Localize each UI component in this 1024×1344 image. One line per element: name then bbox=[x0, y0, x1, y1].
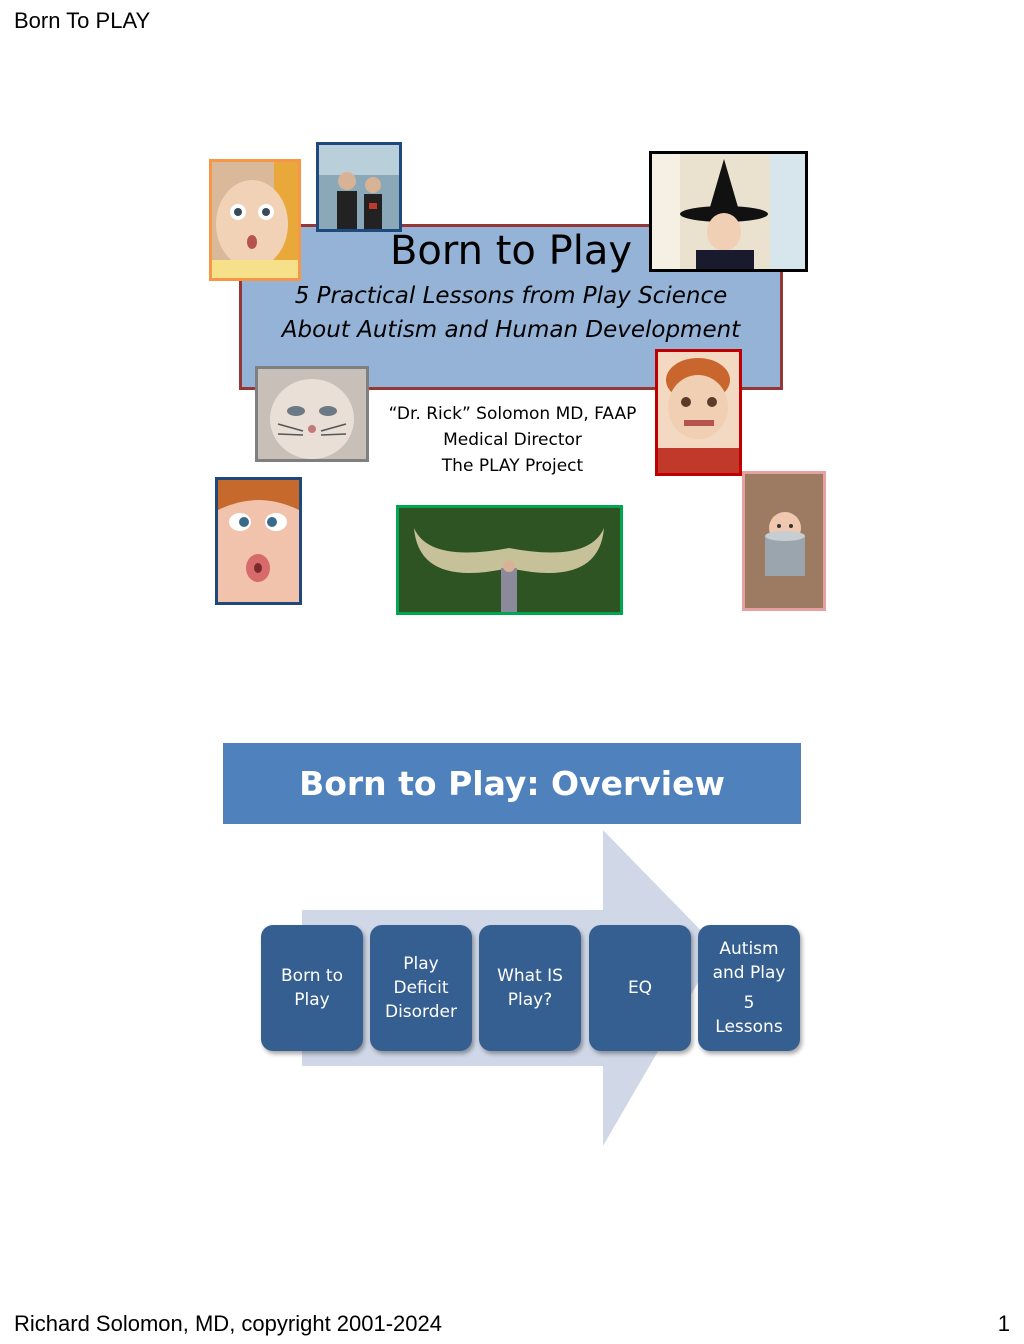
step-label-line: Lessons bbox=[715, 1017, 783, 1037]
cat-face-paint-photo bbox=[255, 366, 369, 462]
page-header: Born To PLAY bbox=[14, 8, 151, 33]
step-label-line: and Play bbox=[712, 963, 786, 983]
hedge-mustache-photo bbox=[396, 505, 623, 615]
step-label-line: EQ bbox=[627, 978, 653, 998]
step-label-line: What IS bbox=[497, 966, 563, 986]
step-label-line: 5 bbox=[743, 993, 755, 1013]
author-name: “Dr. Rick” Solomon MD, FAAP bbox=[388, 404, 637, 424]
author-role: Medical Director bbox=[443, 430, 582, 450]
step-label-line: Born to bbox=[281, 966, 343, 986]
overview-title-banner: Born to Play: Overview bbox=[223, 743, 801, 824]
witch-hat-girl-photo bbox=[649, 151, 808, 272]
slide-subtitle-line-2: About Autism and Human Development bbox=[281, 317, 741, 343]
woman-funny-face-photo bbox=[215, 477, 302, 605]
step-eq: EQ bbox=[589, 925, 691, 1051]
author-org: The PLAY Project bbox=[441, 456, 584, 476]
author-block: “Dr. Rick” Solomon MD, FAAP Medical Dire… bbox=[380, 401, 645, 479]
step-label-line: Play bbox=[294, 990, 330, 1010]
overview-title: Born to Play: Overview bbox=[299, 764, 725, 803]
step-label-line: Play bbox=[403, 954, 439, 974]
baby-surprised-photo bbox=[209, 159, 301, 281]
step-autism-and-play: Autism and Play 5 Lessons bbox=[698, 925, 800, 1051]
page-number: 1 bbox=[997, 1311, 1010, 1336]
baby-in-bucket-photo bbox=[742, 471, 826, 611]
step-born-to-play: Born to Play bbox=[261, 925, 363, 1051]
step-label-line: Autism bbox=[719, 939, 779, 959]
step-label-line: Deficit bbox=[393, 978, 449, 998]
two-kids-photo bbox=[316, 142, 402, 232]
step-label-line: Disorder bbox=[384, 1002, 457, 1022]
step-what-is-play: What IS Play? bbox=[479, 925, 581, 1051]
boy-funny-face-photo bbox=[655, 349, 742, 476]
slide-subtitle-line-1: 5 Practical Lessons from Play Science bbox=[294, 283, 728, 309]
step-play-deficit-disorder: Play Deficit Disorder bbox=[370, 925, 472, 1051]
slide-title: Born to Play bbox=[389, 228, 632, 274]
footer-copyright: Richard Solomon, MD, copyright 2001-2024 bbox=[14, 1311, 443, 1336]
step-label-line: Play? bbox=[507, 990, 553, 1010]
